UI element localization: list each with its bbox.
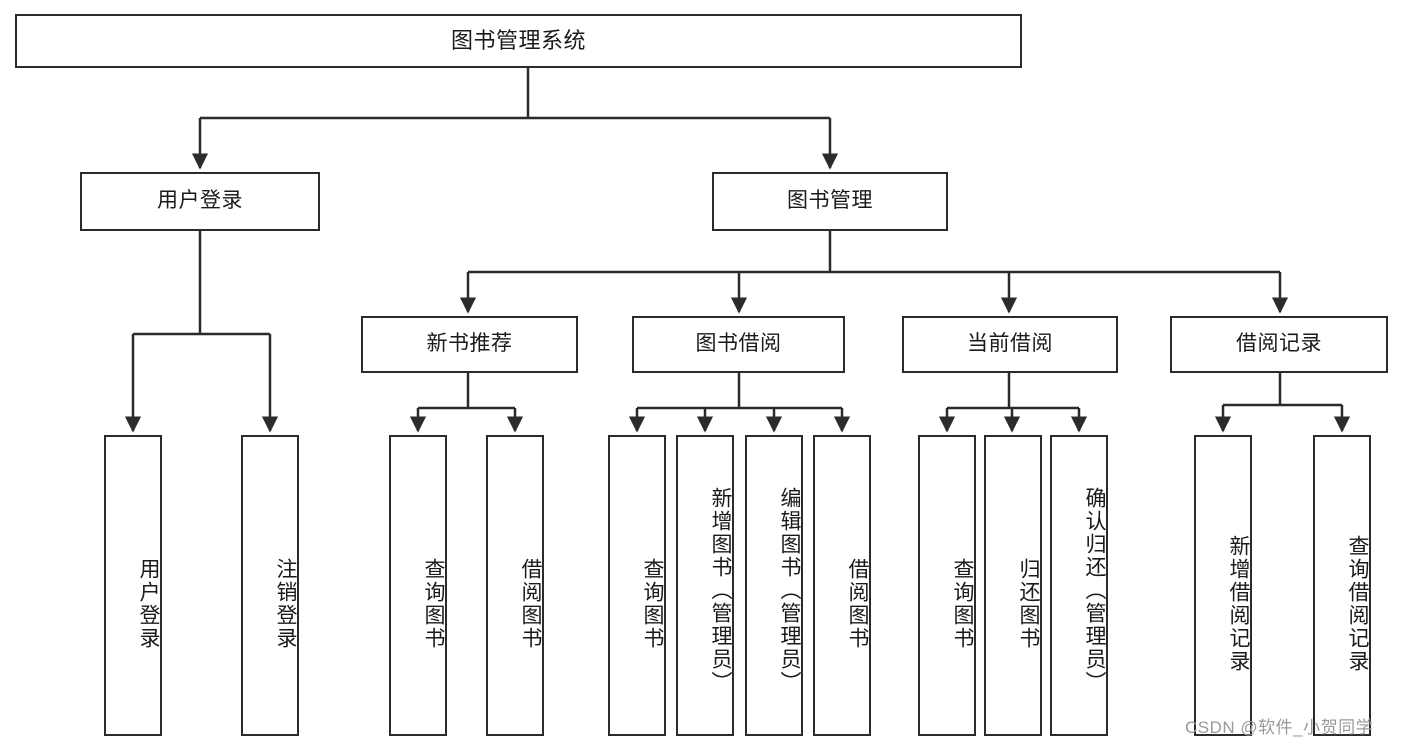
node-book-borrow[interactable]: 图书借阅 bbox=[632, 316, 845, 373]
node-leaf-query-book-3-label: 查询图书 bbox=[951, 557, 974, 650]
node-leaf-query-book-2-label: 查询图书 bbox=[641, 557, 664, 650]
node-current-borrow-label: 当前借阅 bbox=[967, 332, 1053, 356]
node-borrow-record-label: 借阅记录 bbox=[1236, 332, 1322, 356]
node-book-management-label: 图书管理 bbox=[787, 189, 873, 213]
node-leaf-user-logout-label: 注销登录 bbox=[274, 557, 297, 650]
node-leaf-confirm-return[interactable]: 确认归还（管理员） bbox=[1050, 435, 1108, 736]
node-leaf-confirm-return-label: 确认归还（管理员） bbox=[1083, 487, 1106, 694]
node-book-management[interactable]: 图书管理 bbox=[712, 172, 948, 231]
node-leaf-query-book-1[interactable]: 查询图书 bbox=[389, 435, 447, 736]
node-leaf-query-book-3[interactable]: 查询图书 bbox=[918, 435, 976, 736]
node-leaf-user-logout[interactable]: 注销登录 bbox=[241, 435, 299, 736]
node-leaf-query-record-label: 查询借阅记录 bbox=[1346, 534, 1369, 673]
node-leaf-query-record[interactable]: 查询借阅记录 bbox=[1313, 435, 1371, 736]
node-leaf-return-book-label: 归还图书 bbox=[1017, 557, 1040, 650]
node-user-login-label: 用户登录 bbox=[157, 189, 243, 213]
node-leaf-query-book-2[interactable]: 查询图书 bbox=[608, 435, 666, 736]
node-leaf-add-book-label: 新增图书（管理员） bbox=[709, 487, 732, 694]
node-leaf-edit-book[interactable]: 编辑图书（管理员） bbox=[745, 435, 803, 736]
node-leaf-borrow-book-2[interactable]: 借阅图书 bbox=[813, 435, 871, 736]
node-new-book-recommend[interactable]: 新书推荐 bbox=[361, 316, 578, 373]
node-borrow-record[interactable]: 借阅记录 bbox=[1170, 316, 1388, 373]
node-leaf-add-book[interactable]: 新增图书（管理员） bbox=[676, 435, 734, 736]
node-leaf-query-book-1-label: 查询图书 bbox=[422, 557, 445, 650]
node-book-borrow-label: 图书借阅 bbox=[695, 332, 782, 356]
node-new-book-recommend-label: 新书推荐 bbox=[426, 332, 513, 356]
node-leaf-borrow-book-2-label: 借阅图书 bbox=[846, 557, 869, 650]
node-user-login[interactable]: 用户登录 bbox=[80, 172, 320, 231]
node-leaf-borrow-book-1[interactable]: 借阅图书 bbox=[486, 435, 544, 736]
node-leaf-edit-book-label: 编辑图书（管理员） bbox=[778, 487, 801, 694]
node-root[interactable]: 图书管理系统 bbox=[15, 14, 1022, 68]
watermark: CSDN @软件_小贺同学 bbox=[1185, 718, 1374, 737]
node-leaf-add-record[interactable]: 新增借阅记录 bbox=[1194, 435, 1252, 736]
node-leaf-return-book[interactable]: 归还图书 bbox=[984, 435, 1042, 736]
node-leaf-user-login-label: 用户登录 bbox=[137, 557, 160, 650]
node-leaf-borrow-book-1-label: 借阅图书 bbox=[519, 557, 542, 650]
node-leaf-user-login[interactable]: 用户登录 bbox=[104, 435, 162, 736]
node-current-borrow[interactable]: 当前借阅 bbox=[902, 316, 1118, 373]
node-root-label: 图书管理系统 bbox=[450, 28, 586, 54]
node-leaf-add-record-label: 新增借阅记录 bbox=[1227, 534, 1250, 673]
